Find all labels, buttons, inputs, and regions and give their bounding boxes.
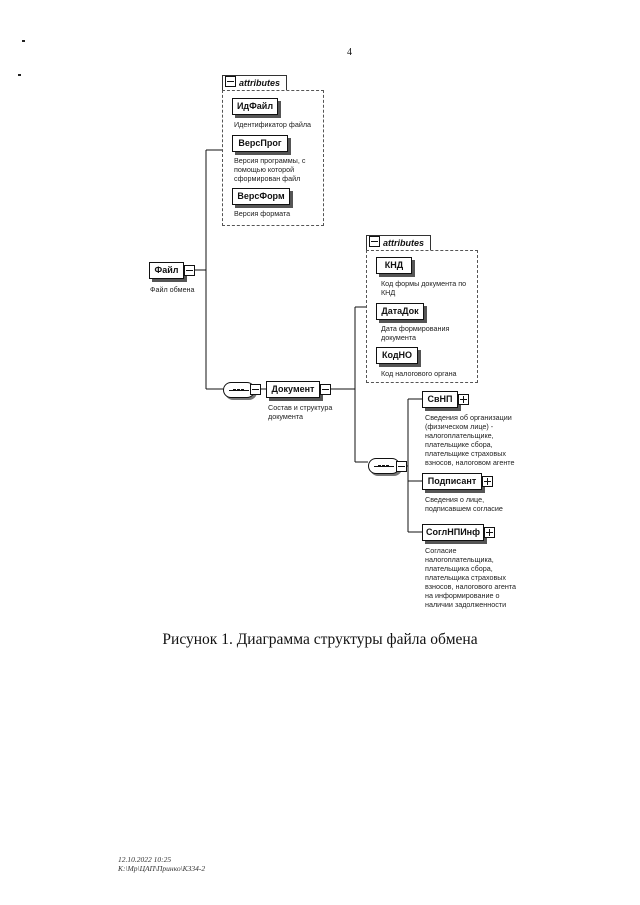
document-element-desc: Состав и структура документа (268, 403, 333, 421)
attributes-label: attributes (383, 238, 425, 248)
attr-kodno[interactable]: КодНО (376, 347, 418, 364)
child-element-podpisant-desc: Сведения о лице, подписавшем согласие (425, 495, 503, 513)
attr-knd[interactable]: КНД (376, 257, 412, 274)
child-element-svnp-desc: Сведения об организации (физическом лице… (425, 413, 515, 467)
collapse-icon[interactable] (396, 461, 407, 472)
document-element[interactable]: Документ (266, 381, 320, 398)
child-element-podpisant[interactable]: Подписант (422, 473, 482, 490)
attr-datadok-desc: Дата формирования документа (381, 324, 450, 342)
expand-icon[interactable] (458, 394, 469, 405)
attr-versprog[interactable]: ВерсПрог (232, 135, 288, 152)
attributes-tab[interactable]: attributes (222, 75, 288, 91)
child-element-svnp[interactable]: СвНП (422, 391, 458, 408)
collapse-icon[interactable] (184, 265, 195, 276)
footer-path: К:\Мр\ЦАП\Принко\КЗ34-2 (118, 864, 206, 873)
collapse-icon[interactable] (320, 384, 331, 395)
collapse-icon[interactable] (369, 236, 380, 247)
attr-kodno-desc: Код налогового органа (381, 369, 457, 378)
expand-icon[interactable] (482, 476, 493, 487)
collapse-icon[interactable] (250, 384, 261, 395)
footer-timestamp: 12.10.2022 10:25 (118, 855, 172, 864)
root-element-file[interactable]: Файл (149, 262, 184, 279)
collapse-icon[interactable] (225, 76, 236, 87)
attributes-label: attributes (239, 78, 281, 88)
attr-idfile[interactable]: ИдФайл (232, 98, 278, 115)
attr-versprog-desc: Версия программы, с помощью которой сфор… (234, 156, 306, 183)
attr-datadok[interactable]: ДатаДок (376, 303, 424, 320)
root-element-desc: Файл обмена (150, 285, 195, 294)
attr-knd-desc: Код формы документа по КНД (381, 279, 467, 297)
child-element-soglnpinf-desc: Согласие налогоплательщика, плательщика … (425, 546, 517, 609)
footer: 12.10.2022 10:25 К:\Мр\ЦАП\Принко\КЗ34-2 (118, 855, 205, 873)
scan-mark (18, 74, 21, 76)
scan-mark (22, 40, 25, 42)
attr-versform[interactable]: ВерсФорм (232, 188, 290, 205)
figure-caption: Рисунок 1. Диаграмма структуры файла обм… (162, 631, 478, 648)
attr-versform-desc: Версия формата (234, 209, 291, 218)
child-element-soglnpinf[interactable]: СоглНПИнф (422, 524, 484, 541)
page-number: 4 (347, 47, 352, 58)
attr-idfile-desc: Идентификатор файла (234, 120, 312, 129)
attributes-tab[interactable]: attributes (366, 235, 432, 251)
expand-icon[interactable] (484, 527, 495, 538)
